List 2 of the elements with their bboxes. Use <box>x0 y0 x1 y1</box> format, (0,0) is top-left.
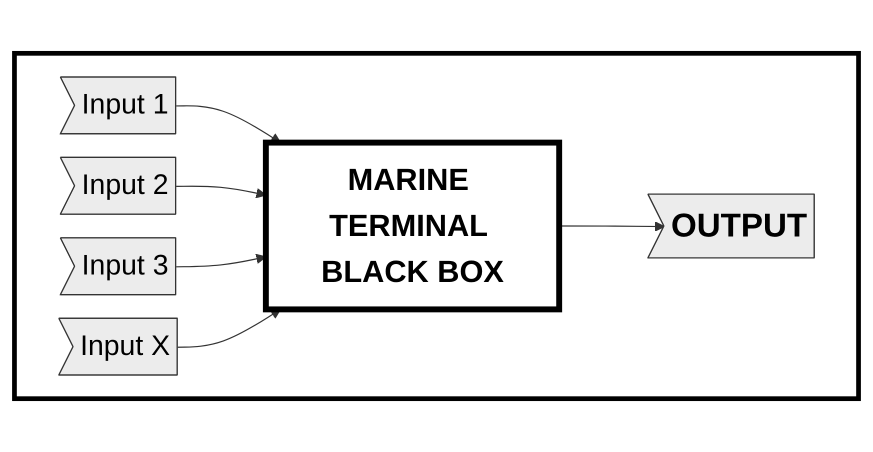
cluster <box>12 50 861 402</box>
node-box: MARINE TERMINAL BLACK BOX <box>262 140 562 312</box>
